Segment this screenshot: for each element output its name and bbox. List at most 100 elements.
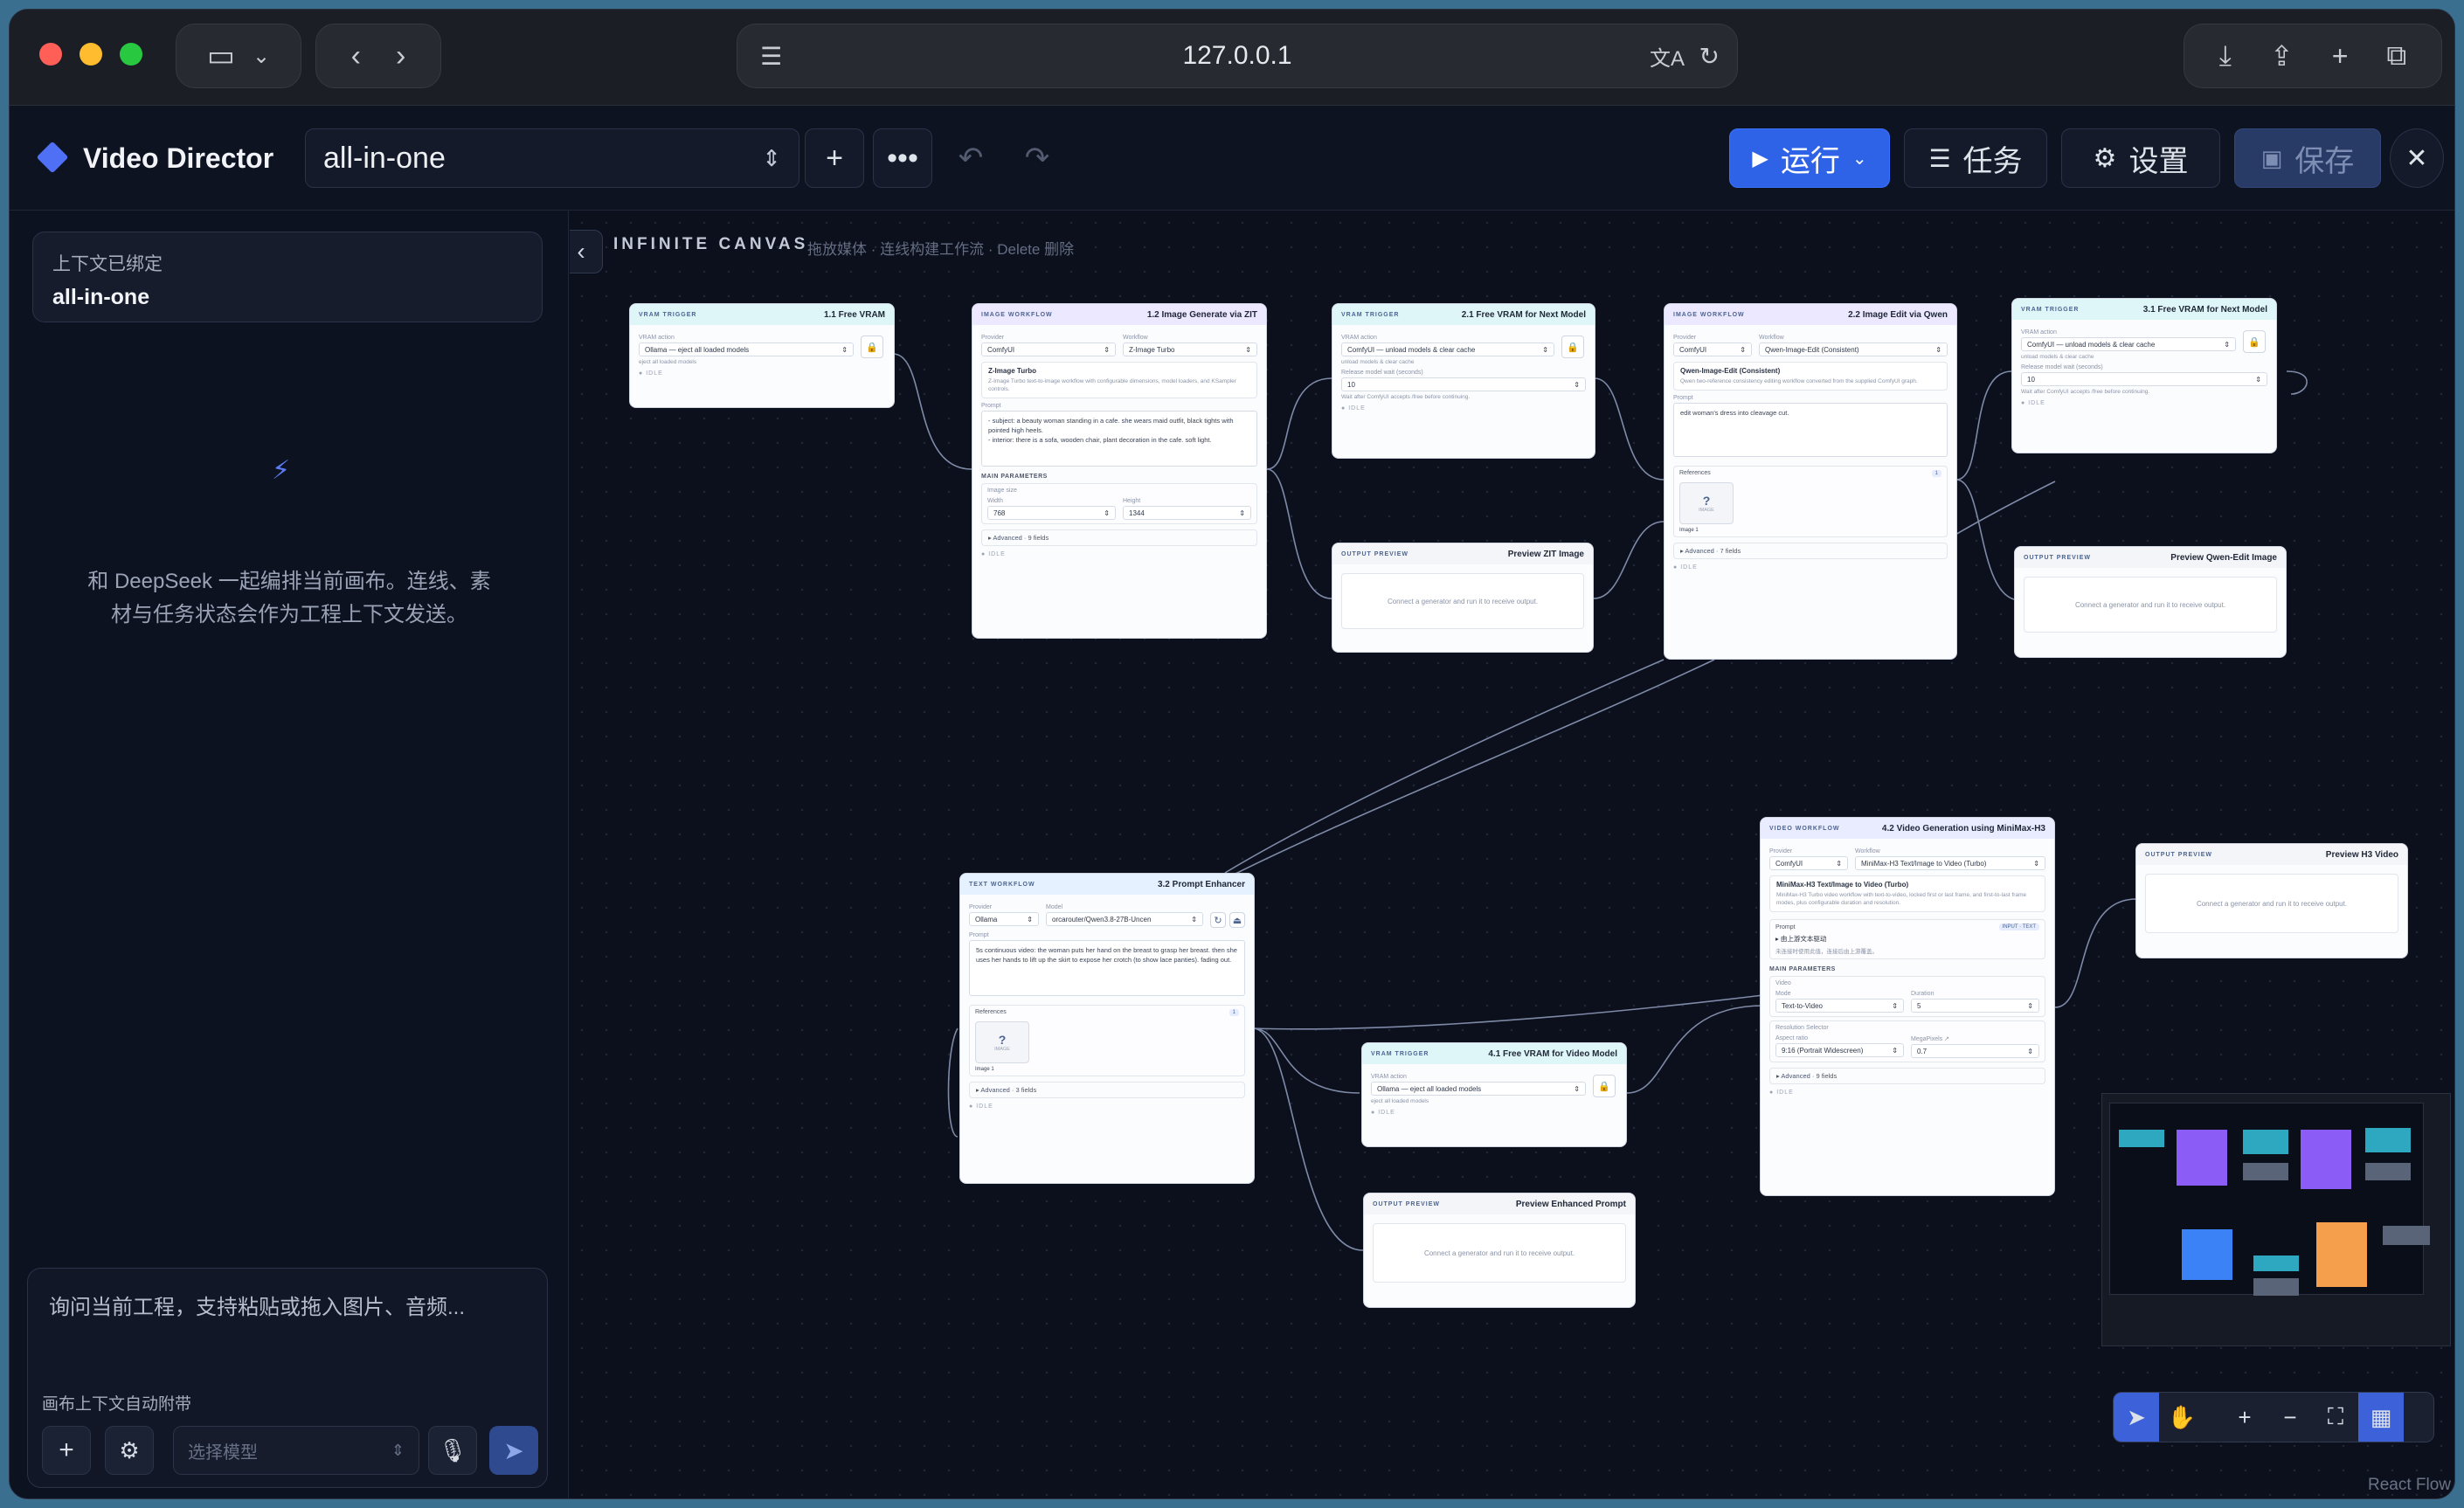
node-free-vram-2-1[interactable]: VRAM TRIGGER 2.1 Free VRAM for Next Mode…	[1332, 303, 1595, 459]
model-select[interactable]: 选择模型 ⇕	[173, 1426, 419, 1475]
save-button[interactable]: ▣ 保存	[2234, 128, 2381, 188]
node-image-generate-1-2[interactable]: IMAGE WORKFLOW 1.2 Image Generate via ZI…	[972, 303, 1267, 639]
vram-lock-button[interactable]: 🔒	[1593, 1075, 1616, 1097]
close-window-button[interactable]	[39, 43, 62, 66]
address-bar[interactable]: ☰ 127.0.0.1 文A ↻	[737, 24, 1738, 88]
wait-input[interactable]: 10⇕	[1341, 377, 1586, 391]
provider-select[interactable]: Ollama⇕	[969, 912, 1039, 926]
mode-select[interactable]: Text-to-Video⇕	[1775, 999, 1904, 1013]
sidebar-toggle-button[interactable]: ▭ ⌄	[176, 24, 301, 88]
composer-settings-button[interactable]: ⚙	[105, 1426, 154, 1475]
node-video-generation-4-2[interactable]: VIDEO WORKFLOW 4.2 Video Generation usin…	[1760, 817, 2055, 1196]
vram-lock-button[interactable]: 🔒	[2243, 330, 2266, 353]
vram-action-select[interactable]: ComfyUI — unload models & clear cache⇕	[1341, 342, 1554, 356]
provider-select[interactable]: ComfyUI⇕	[1673, 342, 1752, 356]
workflow-select[interactable]: Qwen-Image-Edit (Consistent)⇕	[1759, 342, 1948, 356]
advanced-toggle[interactable]: ▸ Advanced · 9 fields	[981, 529, 1257, 546]
node-status: ● IDLE	[2021, 400, 2045, 406]
select-tool-button[interactable]: ➤	[2114, 1393, 2159, 1442]
select-arrows-icon: ⇕	[391, 1441, 405, 1459]
advanced-toggle[interactable]: ▸ Advanced · 3 fields	[969, 1082, 1245, 1098]
prompt-textarea[interactable]: - subject: a beauty woman standing in a …	[981, 411, 1257, 467]
provider-select[interactable]: ComfyUI⇕	[981, 342, 1116, 356]
stepper-icon: ⇕	[2027, 1001, 2033, 1010]
more-button[interactable]: •••	[873, 128, 932, 188]
ref-type: IMAGE	[994, 1047, 1010, 1052]
width-input[interactable]: 768⇕	[987, 506, 1116, 520]
prompt-driven[interactable]: ▸ 由上游文本驱动	[1775, 935, 1827, 943]
model-select[interactable]: orcarouter/Qwen3.8-27B-Uncen⇕	[1046, 912, 1203, 926]
infinite-canvas[interactable]: ‹ INFINITE CANVAS 拖放媒体 · 连线构建工作流 · Delet…	[570, 211, 2454, 1498]
prompt-textarea[interactable]: 5s continuous video: the woman puts her …	[969, 940, 1245, 996]
vram-action-select[interactable]: Ollama — eject all loaded models⇕	[1371, 1082, 1586, 1096]
download-icon[interactable]: ⤓	[2218, 39, 2232, 71]
collapse-panel-button[interactable]: ‹	[570, 230, 603, 273]
vram-lock-button[interactable]: 🔒	[861, 335, 883, 358]
run-button[interactable]: ▶ 运行 ⌄	[1729, 128, 1890, 188]
minimize-window-button[interactable]	[80, 43, 102, 66]
attach-button[interactable]: +	[42, 1426, 91, 1475]
refs-count: 1	[1931, 470, 1941, 477]
zoom-in-button[interactable]: +	[2222, 1393, 2267, 1442]
tab-overview-icon[interactable]: ⧉	[2386, 39, 2407, 71]
select-arrows-icon: ⇕	[1935, 345, 1941, 354]
advanced-toggle[interactable]: ▸ Advanced · 9 fields	[1769, 1068, 2045, 1084]
translate-icon[interactable]: 文A	[1649, 46, 1685, 71]
node-free-vram-1-1[interactable]: VRAM TRIGGER 1.1 Free VRAM VRAM action O…	[629, 303, 895, 408]
share-icon[interactable]: ⇪	[2269, 40, 2294, 72]
vram-action-select[interactable]: Ollama — eject all loaded models⇕	[639, 342, 854, 356]
react-flow-attribution[interactable]: React Flow	[2368, 1476, 2452, 1494]
redo-button[interactable]: ↷	[1007, 128, 1067, 188]
aspect-select[interactable]: 9:16 (Portrait Widescreen)⇕	[1775, 1043, 1904, 1057]
back-icon[interactable]: ‹	[350, 38, 361, 73]
vram-action-select[interactable]: ComfyUI — unload models & clear cache⇕	[2021, 337, 2236, 351]
new-tab-icon[interactable]: +	[2331, 39, 2349, 72]
forward-icon[interactable]: ›	[396, 38, 406, 73]
chat-input[interactable]: 询问当前工程，支持粘贴或拖入图片、音频...	[49, 1296, 466, 1319]
add-project-button[interactable]: +	[805, 128, 864, 188]
node-prompt-enhancer-3-2[interactable]: TEXT WORKFLOW 3.2 Prompt Enhancer Provid…	[959, 873, 1255, 1184]
workflow-select[interactable]: MiniMax-H3 Text/Image to Video (Turbo)⇕	[1855, 856, 2045, 870]
advanced-toggle[interactable]: ▸ Advanced · 7 fields	[1673, 543, 1948, 559]
node-preview-qwen-edit-image[interactable]: OUTPUT PREVIEW Preview Qwen-Edit Image C…	[2014, 546, 2287, 658]
wait-input[interactable]: 10⇕	[2021, 372, 2267, 386]
close-button[interactable]: ✕	[2390, 128, 2444, 188]
reference-image[interactable]: ? IMAGE	[1679, 482, 1734, 524]
minimap[interactable]	[2101, 1093, 2451, 1346]
zoom-window-button[interactable]	[120, 43, 142, 66]
provider-select[interactable]: ComfyUI⇕	[1769, 856, 1848, 870]
undo-button[interactable]: ↶	[941, 128, 1000, 188]
fit-view-button[interactable]: ⛶	[2313, 1393, 2358, 1442]
workflow-select[interactable]: Z-Image Turbo⇕	[1123, 342, 1257, 356]
refresh-models-button[interactable]: ↻	[1210, 912, 1226, 928]
node-preview-h3-video[interactable]: OUTPUT PREVIEW Preview H3 Video Connect …	[2135, 843, 2408, 958]
browser-toolbar: ▭ ⌄ ‹ › ☰ 127.0.0.1 文A ↻ ⤓ ⇪ + ⧉	[10, 10, 2454, 106]
settings-button[interactable]: ⚙ 设置	[2061, 128, 2220, 188]
field-label: Provider	[1673, 335, 1697, 341]
pan-tool-button[interactable]: ✋	[2159, 1393, 2204, 1442]
node-image-edit-2-2[interactable]: IMAGE WORKFLOW 2.2 Image Edit via Qwen P…	[1664, 303, 1957, 660]
unload-model-button[interactable]: ⏏	[1229, 912, 1245, 928]
node-kind: IMAGE WORKFLOW	[1673, 311, 1745, 318]
project-select[interactable]: all-in-one ⇕	[305, 128, 799, 188]
prompt-textarea[interactable]: edit woman's dress into cleavage cut.	[1673, 403, 1948, 457]
vram-lock-button[interactable]: 🔒	[1561, 335, 1584, 358]
node-free-vram-3-1[interactable]: VRAM TRIGGER 3.1 Free VRAM for Next Mode…	[2011, 298, 2277, 453]
node-preview-enhanced-prompt[interactable]: OUTPUT PREVIEW Preview Enhanced Prompt C…	[1363, 1193, 1636, 1308]
tasks-button[interactable]: ☰ 任务	[1904, 128, 2047, 188]
height-input[interactable]: 1344⇕	[1123, 506, 1251, 520]
megapixels-input[interactable]: 0.7⇕	[1911, 1044, 2039, 1058]
node-title: 2.1 Free VRAM for Next Model	[1461, 309, 1586, 320]
reference-image[interactable]: ? IMAGE	[975, 1021, 1029, 1063]
send-button[interactable]: ➤	[489, 1426, 538, 1475]
duration-input[interactable]: 5⇕	[1911, 999, 2039, 1013]
voice-button[interactable]: 🎙	[428, 1426, 477, 1475]
minimap-toggle-button[interactable]: ▦	[2358, 1393, 2404, 1442]
page-settings-icon[interactable]: ☰	[760, 42, 783, 70]
node-free-vram-4-1[interactable]: VRAM TRIGGER 4.1 Free VRAM for Video Mod…	[1361, 1042, 1627, 1147]
zoom-out-button[interactable]: −	[2267, 1393, 2313, 1442]
select-arrows-icon: ⇕	[762, 144, 781, 171]
node-preview-zit-image[interactable]: OUTPUT PREVIEW Preview ZIT Image Connect…	[1332, 543, 1594, 653]
reload-icon[interactable]: ↻	[1699, 42, 1720, 70]
